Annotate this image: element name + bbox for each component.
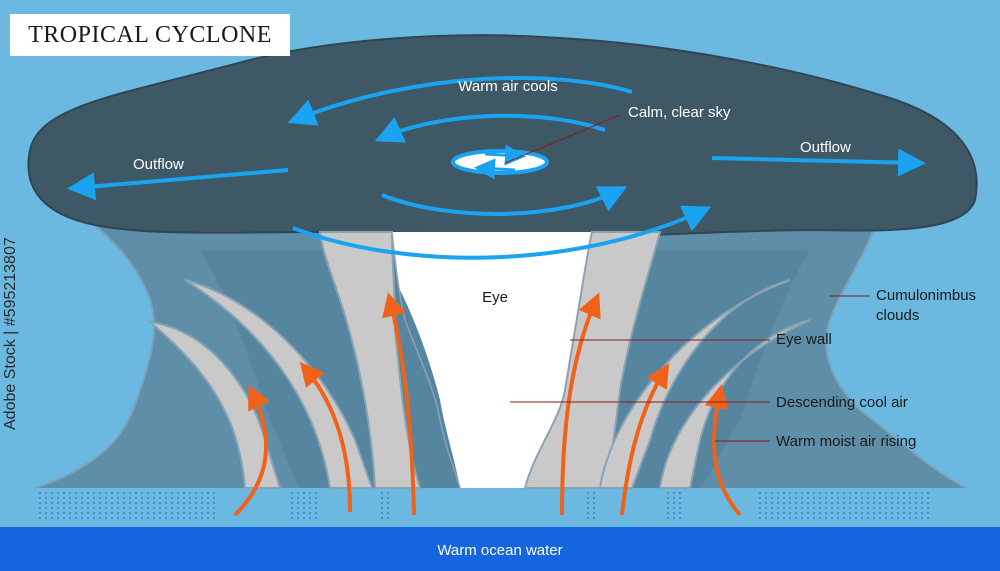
rising-arrow-2 — [299, 361, 352, 513]
inner-arc-arrow — [374, 113, 606, 143]
label-warm-air-cools: Warm air cools — [458, 78, 557, 95]
ground-band — [30, 488, 970, 528]
outflow-arrow-right — [711, 148, 926, 177]
rain-marks — [39, 492, 929, 522]
rising-arrow-3 — [382, 292, 416, 516]
watermark-text: Adobe Stock | #595213807 — [2, 237, 19, 430]
eye-wall-edge-left — [391, 231, 461, 489]
rising-air-arrows — [233, 292, 742, 517]
label-calm-clear-sky: Calm, clear sky — [628, 104, 731, 121]
stock-watermark: Adobe Stock | #595213807 — [2, 237, 32, 530]
lower-arc-arrow — [292, 205, 712, 260]
rising-arrow-1 — [233, 384, 270, 517]
label-outflow-left: Outflow — [133, 156, 184, 173]
label-eye-wall: Eye wall — [776, 331, 832, 348]
label-descending-cool-air: Descending cool air — [776, 394, 908, 411]
lower-inner-arc-arrow — [381, 186, 628, 216]
eye-top-arrow-2 — [484, 144, 526, 166]
label-warm-moist-air-rising: Warm moist air rising — [776, 433, 916, 450]
eye-top-arrow — [474, 158, 516, 180]
label-cumulonimbus-line2: clouds — [876, 307, 919, 324]
title-box: TROPICAL CYCLONE — [10, 14, 290, 56]
rising-arrow-4 — [560, 292, 601, 516]
label-cumulonimbus-line1: Cumulonimbus — [876, 287, 976, 304]
right-band-2 — [658, 319, 811, 489]
eye-region — [392, 232, 592, 488]
outflow-arrow-left — [67, 168, 289, 201]
outflow-arrows — [67, 76, 926, 260]
leader-lines — [504, 114, 870, 442]
label-warm-ocean-water: Warm ocean water — [437, 542, 563, 559]
label-outflow-right: Outflow — [800, 139, 851, 156]
label-eye: Eye — [482, 289, 508, 306]
leader-calm-sky — [504, 114, 621, 164]
ocean — [0, 527, 1000, 571]
rising-arrow-6 — [704, 384, 742, 517]
page-title: TROPICAL CYCLONE — [28, 21, 272, 48]
left-band-1 — [146, 320, 282, 489]
upper-arc-arrow — [287, 76, 633, 126]
right-band-1 — [598, 279, 791, 489]
rising-arrow-5 — [620, 363, 670, 516]
anvil-cloud-top — [27, 34, 978, 238]
